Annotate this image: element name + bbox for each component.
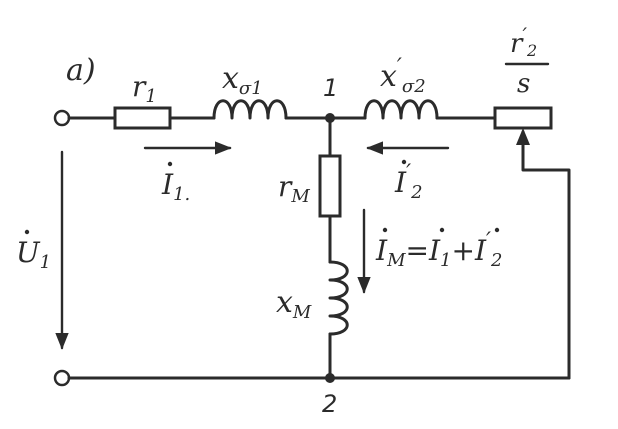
label-xm: xM [276,285,312,323]
label-i1: I1. [161,168,190,205]
slider-arrow-wire [521,130,571,380]
input-terminal-top [53,109,71,127]
inductor-x-sigma2 [363,99,439,120]
node-2-dot [325,373,335,383]
node-2-label: 2 [322,390,337,418]
label-i2: I′2 [394,161,423,203]
im-phasor-dot-3 [494,227,500,233]
label-r1: r1 [132,70,157,107]
im-phasor-dot-2 [439,227,445,233]
resistor-r1 [113,106,172,130]
label-x-sigma1: xσ1 [222,61,263,99]
i2-phasor-dot [401,159,407,165]
resistor-rm [318,154,342,218]
inductor-x-sigma1 [212,99,288,120]
inductor-xm [328,260,349,336]
label-rm: rM [278,170,310,207]
label-r2-numerator: r′2 [510,23,537,60]
slider-arrowhead [516,128,530,145]
i1-phasor-dot [167,161,173,167]
label-u1: U1 [16,236,51,273]
label-x-sigma2: x′σ2 [380,55,426,97]
panel-label: a) [66,53,96,88]
input-terminal-bottom [53,369,71,387]
label-r2-denominator: s [517,69,530,99]
label-im-equation: IM=I1+I′2 [375,229,502,271]
im-phasor-dot-1 [382,227,388,233]
variable-resistor-r2-over-s [493,106,553,130]
u1-phasor-dot [24,229,30,235]
node-1-label: 1 [323,74,338,102]
